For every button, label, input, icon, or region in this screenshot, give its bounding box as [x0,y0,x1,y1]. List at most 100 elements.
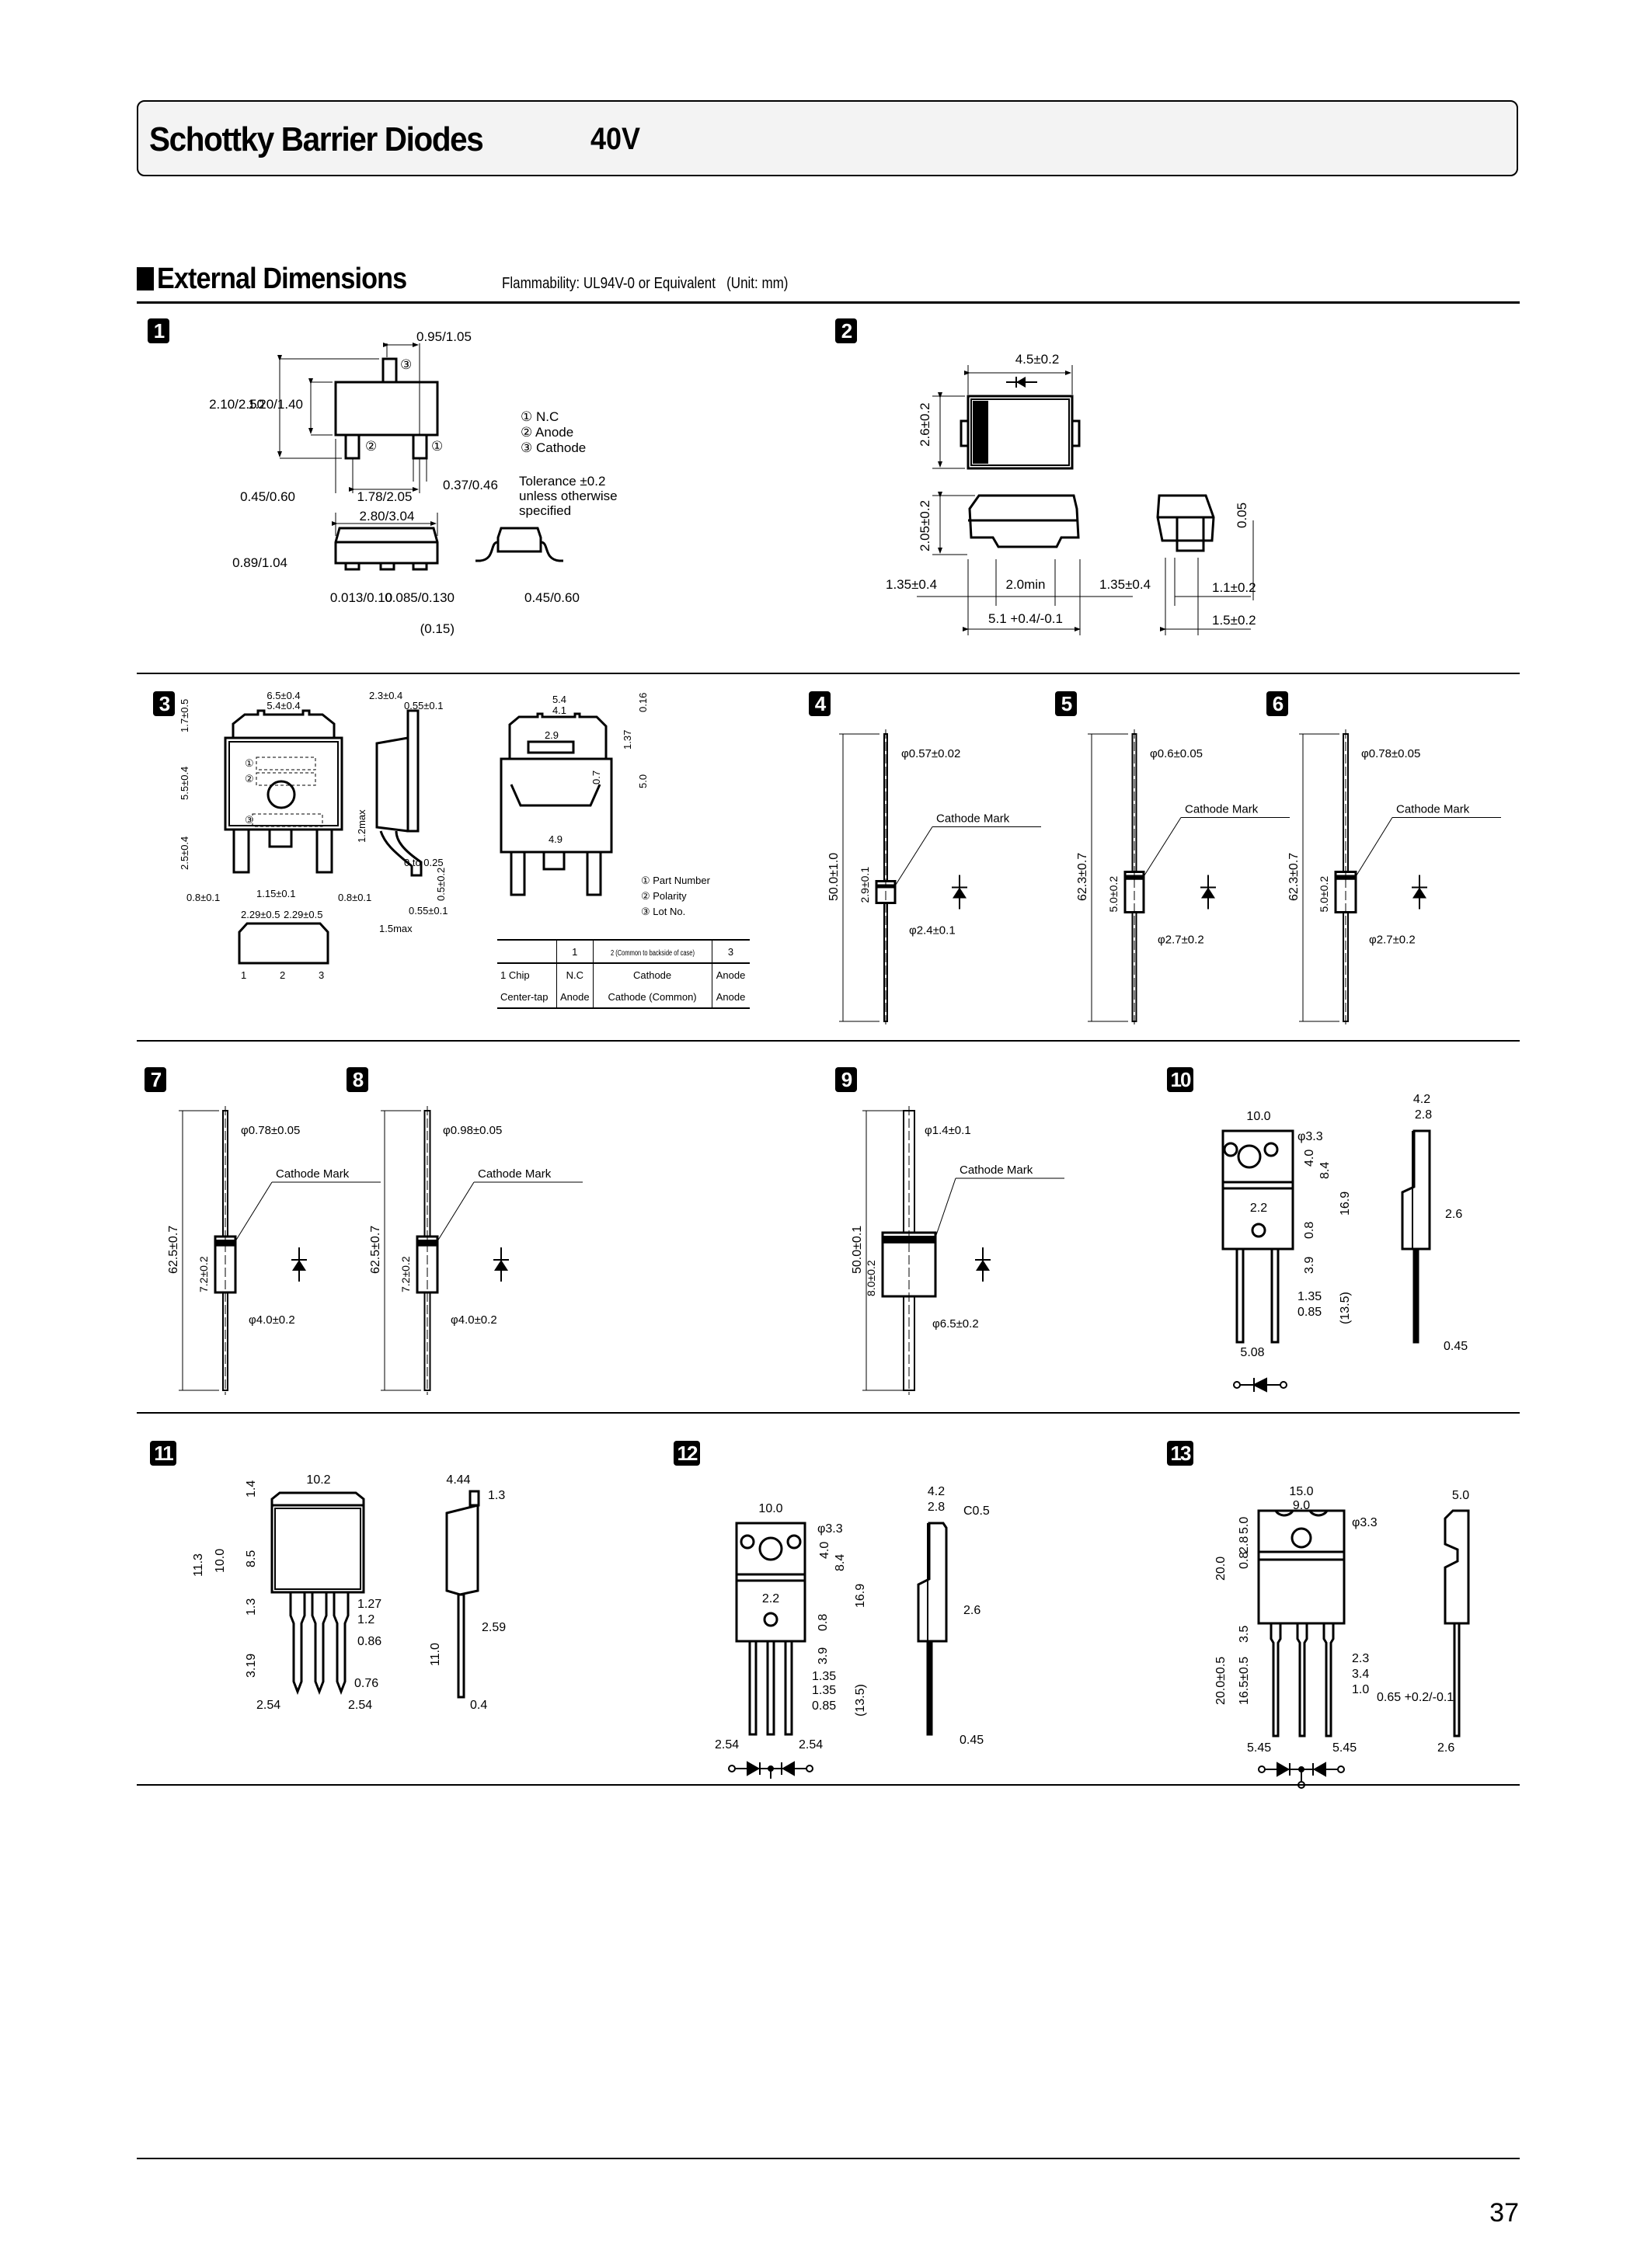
dim-label: 16.9 [854,1584,867,1608]
dim-label: 5.1 +0.4/-0.1 [988,611,1063,626]
dim-label: 0.8 [1238,1552,1251,1569]
body-length-dimension: 7.2±0.2 [399,1256,412,1292]
dim-label: 1.35 [812,1670,836,1683]
cathode-mark-label: Cathode Mark [1185,803,1259,816]
dim-label: 10.0 [758,1502,782,1515]
leader-line [1355,817,1393,877]
package-badge-3: 3 [153,691,175,716]
dim-label: 11.0 [429,1643,442,1666]
dim-label: 2.6 [1437,1741,1454,1755]
dim-label: 4.44 [446,1473,470,1487]
dim-label: 2.3±0.4 [369,690,402,701]
dim-label: 9.0 [1293,1499,1310,1512]
dim-label: 3.5 [1238,1626,1251,1643]
leader-line [235,1181,273,1242]
package-11-drawing: 10.2 1.4 11.3 10.0 8.5 1.3 3.19 1.27 1.2… [192,1473,506,1712]
pin-number: 1 [241,969,246,981]
dim-label: 1.35±0.4 [1099,577,1151,592]
dim-label: 1.15±0.1 [256,888,296,899]
dim-label: 1.5max [379,923,413,934]
dim-label: 0.013/0.10 [330,590,392,605]
dim-label: 2.3 [1352,1652,1369,1665]
cathode-mark-label: Cathode Mark [936,812,1010,826]
dim-label: 8.5 [245,1550,258,1567]
pin-number: 2 [280,969,285,981]
dim-label: 1.20/1.40 [248,397,303,412]
package-13-drawing: 15.0 9.0 φ3.3 5.0 2.8 20.0 0.8 3.5 20.0±… [1214,1485,1470,1789]
package-badge-6: 6 [1266,691,1288,716]
package-7-drawing: Cathode Mark62.5±0.77.2±0.2φ0.78±0.05φ4.… [167,1106,381,1395]
dim-label: 4.0 [818,1542,831,1559]
dim-label: 0.8±0.1 [186,892,220,903]
dim-label: 0 to 0.25 [404,857,444,868]
dim-label: 2.29±0.5 [284,909,323,920]
row-divider [137,673,1520,674]
package-9-drawing: Cathode Mark50.0±0.18.0±0.2φ1.4±0.1φ6.5±… [851,1106,1064,1395]
dim-label: 10.0 [1246,1110,1270,1123]
body-length-dimension: 7.2±0.2 [197,1256,210,1292]
marking-1: ① [245,757,254,769]
dim-label: 1.7±0.5 [179,699,190,732]
dim-label: 5.0 [1452,1489,1469,1502]
marking-legend: ② Polarity [641,890,687,902]
body-diameter-dimension: φ2.7±0.2 [1158,934,1204,947]
package-badge-10: 10 [1167,1067,1193,1092]
dim-label: (0.15) [420,621,455,636]
row-divider [137,1040,1520,1042]
package-1-drawing: 0.95/1.05 2.10/2.50 1.20/1.40 0.45/0.60 … [209,329,618,636]
dim-label: 2.54 [715,1738,739,1751]
lead-diameter-dimension: φ0.78±0.05 [1361,747,1420,760]
dim-label: 3.4 [1352,1668,1369,1681]
dim-label: 1.35 [1297,1290,1322,1303]
pin-legend: ② Anode [521,425,573,440]
leader-line [437,1181,475,1242]
length-dimension: 62.5±0.7 [369,1226,382,1274]
cathode-mark-label: Cathode Mark [276,1167,350,1181]
section-rule [137,301,1520,304]
dim-label: 4.2 [1413,1093,1430,1106]
dim-label: 15.0 [1289,1485,1313,1498]
dim-label: φ3.3 [1297,1130,1323,1143]
dim-label: 0.45 [960,1734,984,1747]
length-dimension: 50.0±0.1 [851,1226,864,1274]
table-cell: 1 Chip [497,963,557,986]
body-length-dimension: 2.9±0.1 [859,867,871,903]
dim-label: 2.8 [1415,1108,1432,1122]
dim-label: 1.35 [812,1684,836,1697]
dim-label: 5.5±0.4 [179,767,190,800]
dim-label: 0.4 [470,1699,487,1712]
dim-label: 8.4 [834,1554,847,1571]
dim-label: 5.0 [637,774,649,788]
package-badge-12: 12 [674,1441,700,1466]
dim-label: 4.2 [928,1485,945,1498]
dim-label: 4.9 [549,833,563,845]
dim-label: (13.5) [854,1684,867,1717]
page-number: 37 [1489,2198,1519,2228]
package-2-drawing: 4.5±0.2 2.6±0.2 2.05±0.2 0.05 1.35±0.4 2… [886,352,1256,635]
lead-diameter-dimension: φ0.78±0.05 [241,1124,300,1137]
length-dimension: 62.3±0.7 [1287,853,1301,901]
marking-legend: ③ Lot No. [641,906,685,917]
dim-label: 6.5±0.4 [266,690,300,701]
package-8-drawing: Cathode Mark62.5±0.77.2±0.2φ0.98±0.05φ4.… [369,1106,583,1395]
cathode-band [1125,875,1144,880]
package-10-drawing: 10.0 φ3.3 4.0 8.4 16.9 2.2 0.8 3.9 1.35 … [1221,1093,1468,1393]
dim-label: (13.5) [1339,1292,1352,1324]
package-12-drawing: 10.0 φ3.3 4.0 8.4 16.9 2.2 0.8 3.9 1.35 … [715,1485,990,1779]
lead-diameter-dimension: φ0.57±0.02 [901,747,960,760]
dim-label: 0.45/0.60 [240,489,295,504]
dim-label: 2.2 [762,1592,779,1605]
pin-number: ③ [400,357,412,372]
tolerance-note: specified [519,503,571,518]
length-dimension: 62.3±0.7 [1076,853,1089,901]
pin-number: ① [431,439,443,454]
dim-label: 2.6±0.2 [918,402,932,447]
dim-label: φ3.3 [817,1522,843,1536]
diode-symbol-icon [1233,1377,1287,1393]
dim-label: 0.89/1.04 [232,555,287,570]
diode-symbol-icon [1412,887,1426,899]
package-badge-5: 5 [1055,691,1077,716]
dim-label: 3.9 [1303,1257,1316,1274]
